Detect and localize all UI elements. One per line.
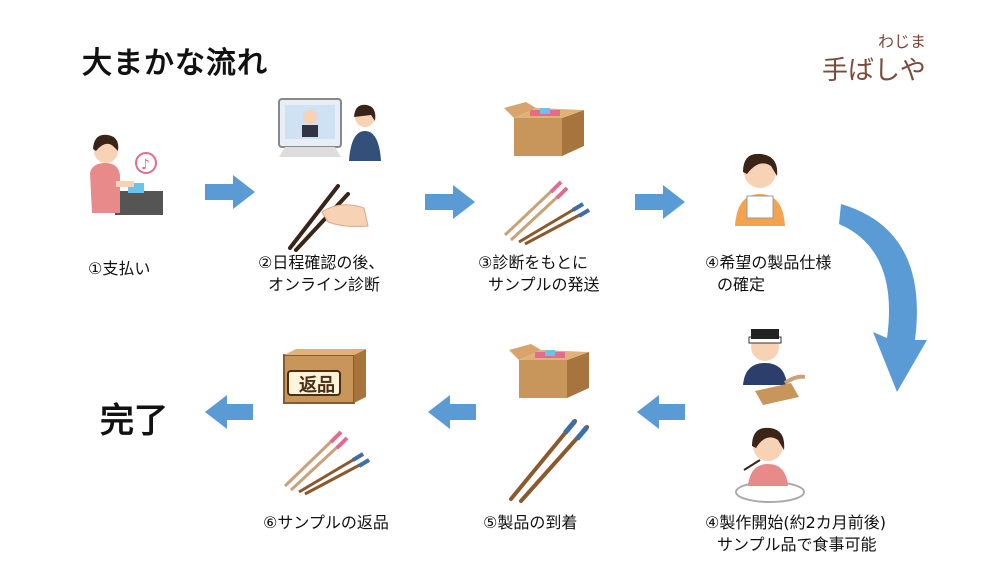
document-icon [746,195,774,219]
payment-illustration: ♪ [90,134,163,215]
spec-confirm-illustration [735,153,785,226]
done-label: 完了 [100,401,168,441]
craftsman-illustration [743,329,805,405]
arrow-right-2 [425,185,475,219]
arrow-left-3 [205,395,253,429]
step-6-label: ⑥サンプルの返品 [263,513,389,532]
chopsticks-hand-illustration [288,184,369,252]
brand-logo: わじま 手ばしや [820,28,930,98]
sample-box-illustration [504,102,584,156]
page-title: 大まかな流れ [82,46,268,81]
arrow-right-3 [635,185,685,219]
step-4-label: ④希望の製品仕様 の確定 [705,253,832,294]
step-3-label: ③診断をもとに サンプルの発送 [478,253,600,294]
return-box-text: 返品 [299,375,335,396]
logo-line-2: 手ばしや [822,56,926,86]
arrow-left-2 [428,395,476,429]
terminal-icon [115,191,163,215]
curved-arrow-down [839,204,927,392]
eating-illustration [735,427,805,503]
step-2-label: ②日程確認の後、 オンライン診断 [258,253,385,294]
product-box-illustration [509,344,589,398]
step-5-label: ⑤製品の到着 [483,513,578,532]
sample-chopsticks-illustration [503,180,591,245]
step-4b-label: ④製作開始(約2カ月前後) サンプル品で食事可能 [705,513,887,554]
online-consultation-illustration [278,98,381,161]
logo-line-1: わじま [878,32,927,51]
svg-text:♪: ♪ [141,157,150,173]
product-chopsticks-illustration [509,419,589,503]
return-box-illustration [283,349,366,404]
music-note-icon [135,152,157,174]
arrow-left-1 [637,395,685,429]
step-1-label: ①支払い [88,259,151,278]
arrow-right-1 [205,175,255,209]
return-chopsticks-illustration [283,430,371,496]
